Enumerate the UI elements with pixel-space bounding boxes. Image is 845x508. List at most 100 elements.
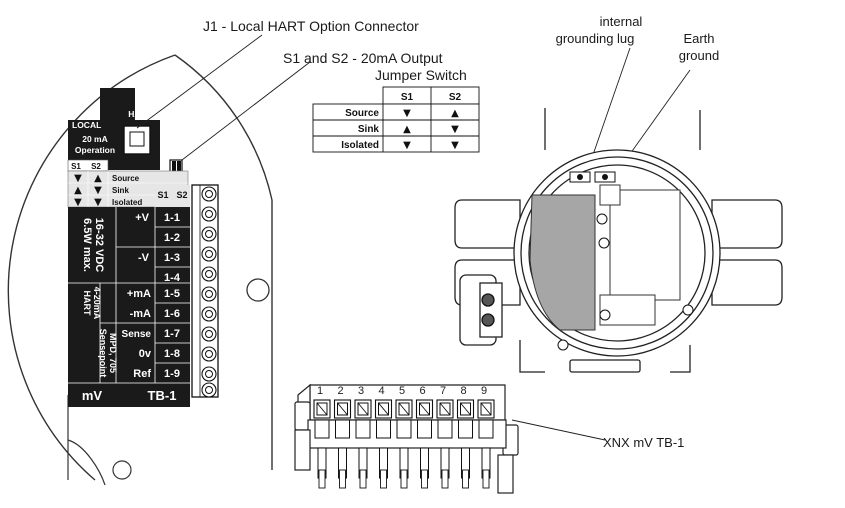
signal-ref: Ref bbox=[133, 368, 151, 380]
jumper-table: S1 S2 Source ▼ ▲ Sink ▲ ▼ Isolated ▼ ▼ bbox=[312, 86, 480, 153]
hart-board-label: HART bbox=[128, 109, 152, 119]
table-row-sink: Sink bbox=[358, 124, 380, 135]
signal-minus-ma: -mA bbox=[130, 308, 151, 320]
board-row-sink-s2: ▼ bbox=[94, 185, 102, 196]
table-sink-s1: ▲ bbox=[403, 124, 411, 135]
connector-cell bbox=[477, 399, 495, 439]
board-row-isolated-s2: ▼ bbox=[94, 197, 102, 208]
pin-label: 1-1 bbox=[164, 212, 180, 224]
connector-pin-number: 4 bbox=[378, 385, 384, 397]
col-s1: S1 bbox=[157, 190, 168, 200]
power-label-2: 6.5W max. bbox=[81, 218, 93, 272]
table-head-s1: S1 bbox=[401, 92, 414, 103]
circuit-board: LOCAL J1 HART 20 mA Operation S1 S2 ▼ ▲ … bbox=[7, 54, 273, 486]
signal-plus-v: +V bbox=[135, 212, 149, 224]
signal-plus-ma: +mA bbox=[127, 288, 151, 300]
s1s2-callout-line2: Jumper Switch bbox=[375, 67, 467, 83]
j1-callout: J1 - Local HART Option Connector bbox=[203, 18, 419, 34]
mounting-hole bbox=[112, 460, 132, 480]
connector-pin bbox=[379, 447, 388, 489]
board-row-source-s1: ▼ bbox=[74, 173, 82, 184]
pin-label: 1-8 bbox=[164, 348, 180, 360]
board-row-source-s2: ▲ bbox=[94, 173, 102, 184]
connector-cell bbox=[374, 399, 393, 439]
table-row-isolated: Isolated bbox=[341, 140, 379, 151]
mpd-label-2: Sensepoint bbox=[98, 329, 108, 378]
terminal-screw bbox=[201, 226, 217, 242]
board-s2: S2 bbox=[91, 162, 101, 171]
op-label-2: Operation bbox=[75, 145, 115, 155]
connector-pin bbox=[338, 447, 347, 489]
connector-cell bbox=[313, 399, 331, 439]
mpd-label-1: MPD, 705 bbox=[108, 333, 118, 373]
board-row-sink-s1: ▲ bbox=[74, 185, 82, 196]
table-sink-s2: ▼ bbox=[451, 124, 459, 135]
hart-label-1: 4-20mA bbox=[92, 287, 102, 320]
terminal-screw bbox=[201, 186, 217, 202]
board-row-isolated-s1: ▼ bbox=[74, 197, 82, 208]
connector-cell bbox=[354, 399, 372, 439]
connector-pin-number: 8 bbox=[460, 385, 466, 397]
terminal-block-callout: XNX mV TB-1 bbox=[603, 435, 684, 450]
col-s2: S2 bbox=[176, 190, 187, 200]
table-row-source: Source bbox=[345, 108, 379, 119]
terminal-screw bbox=[201, 366, 217, 382]
pin-label: 1-2 bbox=[164, 232, 180, 244]
local-label: LOCAL bbox=[72, 120, 101, 130]
footer-tb1: TB-1 bbox=[148, 388, 177, 403]
terminal-screw bbox=[201, 266, 217, 282]
pin-label: 1-7 bbox=[164, 328, 180, 340]
terminal-screw bbox=[201, 326, 217, 342]
terminal-screw bbox=[201, 306, 217, 322]
signal-minus-v: -V bbox=[138, 252, 150, 264]
lug-callout-line2: grounding lug bbox=[556, 31, 635, 46]
earth-callout-line1: Earth bbox=[683, 31, 714, 46]
connector-cell bbox=[456, 399, 475, 439]
footer-mv: mV bbox=[82, 388, 103, 403]
connector-cell bbox=[333, 399, 352, 439]
lug-callout-line1: internal bbox=[600, 14, 643, 29]
pin-label: 1-3 bbox=[164, 252, 180, 264]
connector-cell bbox=[436, 399, 454, 439]
table-isolated-s1: ▼ bbox=[403, 140, 411, 151]
board-row-isolated-label: Isolated bbox=[112, 198, 142, 207]
connector-cell bbox=[395, 399, 413, 439]
j1-connector bbox=[123, 125, 151, 155]
pin-label: 1-9 bbox=[164, 368, 180, 380]
board-row-sink-label: Sink bbox=[112, 186, 129, 195]
terminal-block-connector bbox=[294, 383, 519, 494]
board-jumper-table: S1 S2 ▼ ▲ Source ▲ ▼ Sink ▼ ▼ Isolated bbox=[67, 159, 189, 208]
power-label-1: 16-32 VDC bbox=[93, 218, 105, 272]
connector-pin-number: 6 bbox=[419, 385, 425, 397]
hart-label-2: HART bbox=[82, 291, 92, 316]
connector-pin bbox=[481, 447, 491, 489]
signal-0v: 0v bbox=[139, 348, 152, 360]
connector-pin-number: 2 bbox=[337, 385, 343, 397]
pin-labels: 1-1 1-2 1-3 1-4 1-5 1-6 1-7 1-8 1-9 bbox=[164, 212, 181, 380]
connector-cell bbox=[415, 399, 434, 439]
board-row-source-label: Source bbox=[112, 174, 140, 183]
connector-pin bbox=[358, 447, 368, 489]
terminal-screw bbox=[201, 246, 217, 262]
pin-label: 1-5 bbox=[164, 288, 180, 300]
j1-board-label: J1 bbox=[135, 99, 145, 109]
connector-pin bbox=[461, 447, 470, 489]
connector-pin bbox=[317, 447, 327, 489]
terminal-screw bbox=[201, 286, 217, 302]
board-terminal-strip bbox=[191, 184, 219, 398]
pin-label: 1-6 bbox=[164, 308, 180, 320]
signal-sense: Sense bbox=[122, 329, 152, 340]
enclosure bbox=[454, 108, 783, 373]
connector-pin-number: 1 bbox=[317, 385, 323, 397]
pin-label: 1-4 bbox=[164, 272, 181, 284]
connector-pin bbox=[440, 447, 450, 489]
connector-pin bbox=[399, 447, 409, 489]
table-isolated-s2: ▼ bbox=[451, 140, 459, 151]
terminal-screw bbox=[201, 382, 217, 398]
op-label-1: 20 mA bbox=[82, 134, 108, 144]
connector-pin-number: 3 bbox=[358, 385, 364, 397]
terminal-label-block bbox=[68, 207, 190, 407]
s1s2-callout-line1: S1 and S2 - 20mA Output bbox=[283, 50, 443, 66]
